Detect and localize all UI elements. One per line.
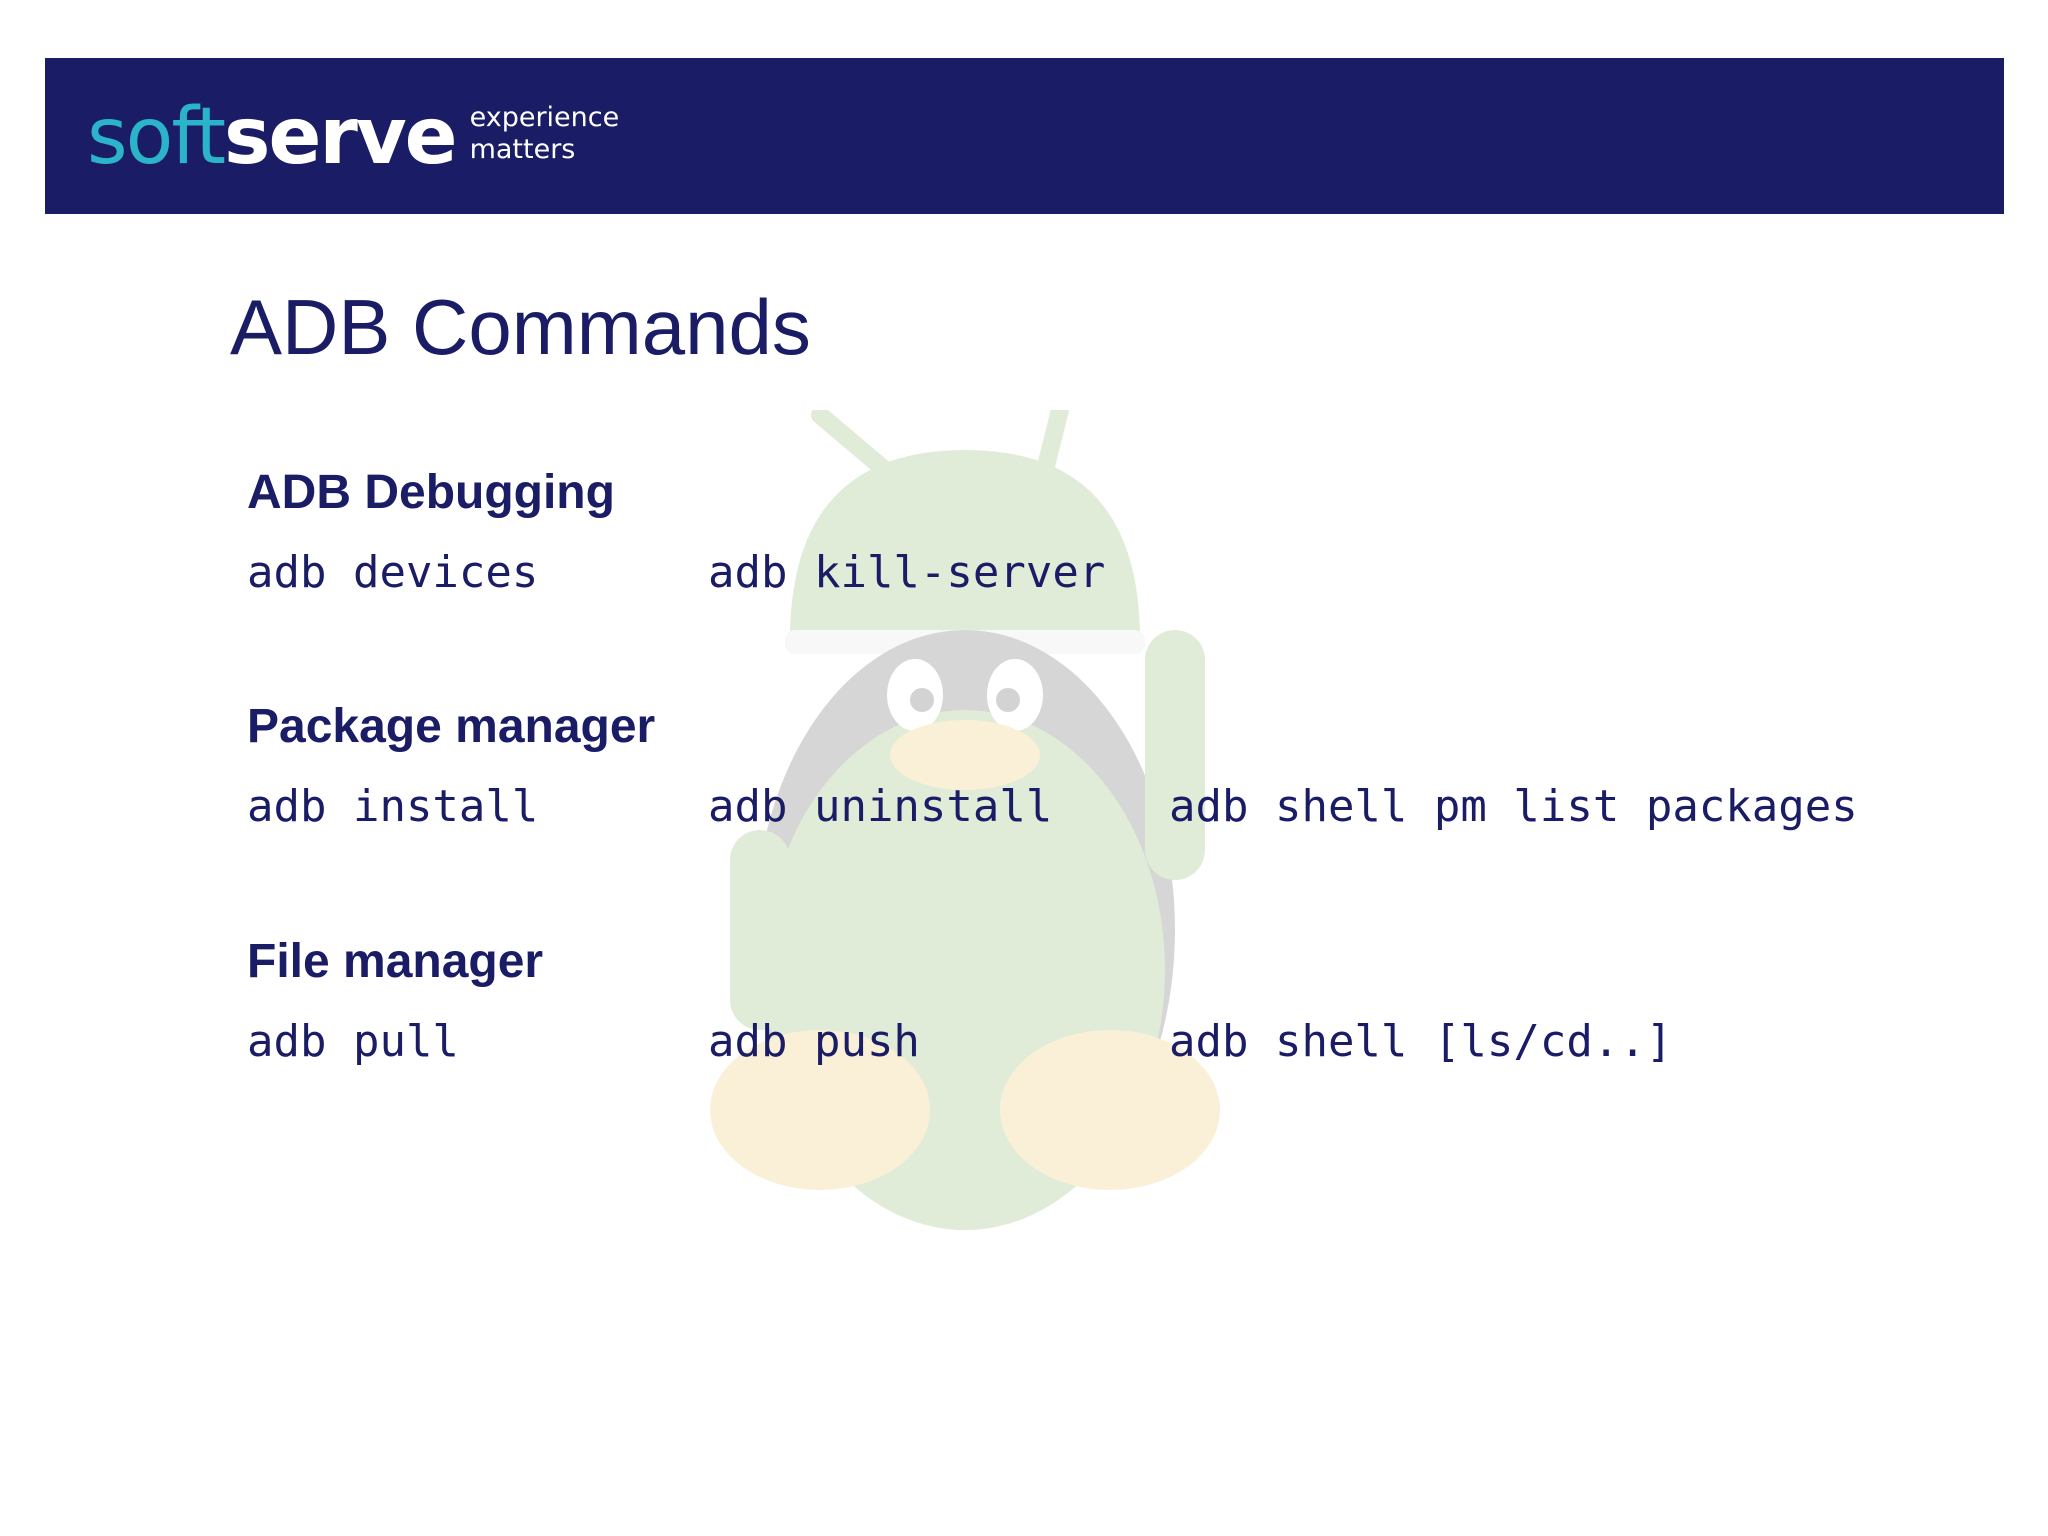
command-text: adb install <box>247 781 539 832</box>
command-text: adb devices <box>247 547 539 598</box>
section-heading: ADB Debugging <box>247 466 615 519</box>
logo-tagline: experience matters <box>470 102 620 166</box>
command-text: adb kill-server <box>708 547 1106 598</box>
section-heading: File manager <box>247 935 544 988</box>
command-text: adb push <box>708 1016 920 1067</box>
section-adb-debugging: ADB Debugging adb devices adb kill-serve… <box>247 466 1105 603</box>
tagline-line-1: experience <box>469 102 620 133</box>
section-package-manager: Package manager adb install adb uninstal… <box>247 700 1858 837</box>
command-text: adb uninstall <box>708 781 1053 832</box>
command-row: adb install adb uninstall adb shell pm l… <box>247 777 1858 837</box>
command-text: adb shell [ls/cd..] <box>1169 1016 1673 1067</box>
logo-serve-text: serve <box>224 92 458 182</box>
section-heading: Package manager <box>247 700 656 753</box>
command-row: adb pull adb push adb shell [ls/cd..] <box>247 1012 1672 1072</box>
command-text: adb pull <box>247 1016 459 1067</box>
tagline-line-2: matters <box>469 134 576 165</box>
logo-soft-text: soft <box>87 92 226 182</box>
command-row: adb devices adb kill-server <box>247 543 1105 603</box>
section-file-manager: File manager adb pull adb push adb shell… <box>247 935 1672 1072</box>
slide-title: ADB Commands <box>230 283 811 371</box>
android-penguin-watermark <box>710 410 1220 1230</box>
command-text: adb shell pm list packages <box>1169 781 1858 832</box>
